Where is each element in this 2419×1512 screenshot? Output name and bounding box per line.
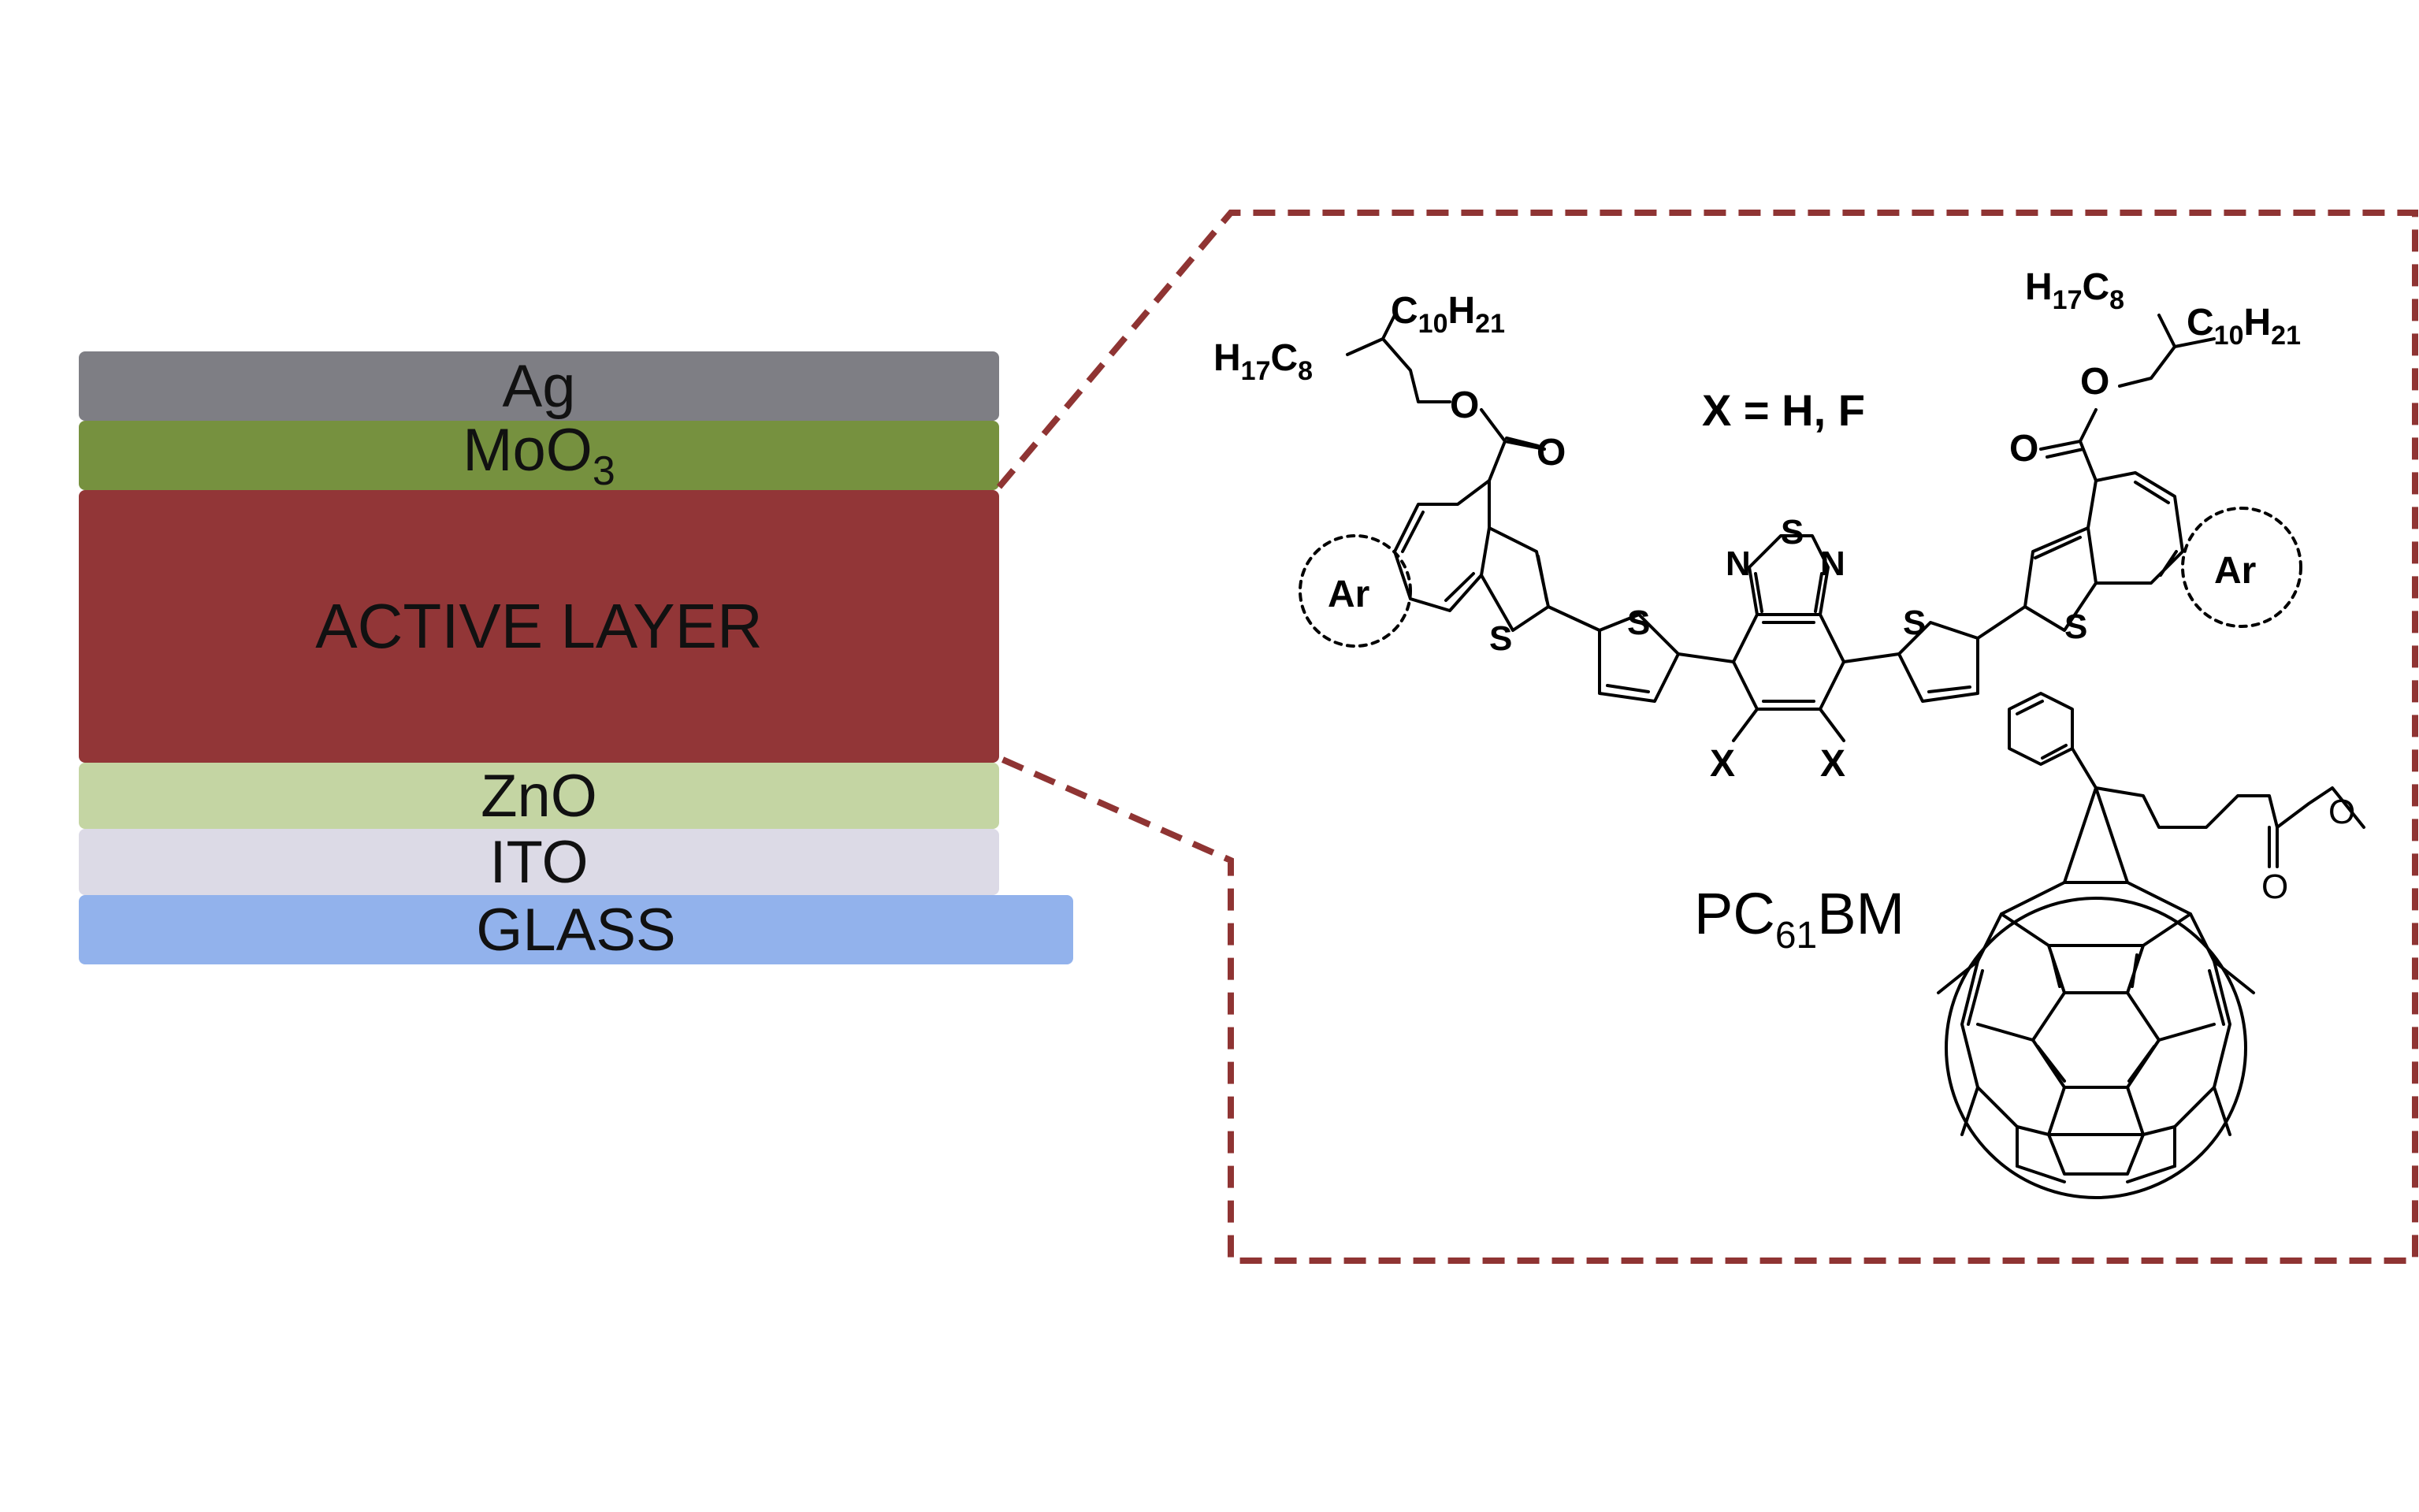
thiadiazole-sulfur: S [1781,513,1804,552]
left-fused-thiophene-sulfur: S [1489,619,1512,658]
right-fused-thiophene-ring [2023,526,2098,632]
pcbm-label: PC61BM [1694,881,1904,957]
ito-layer: ITO [79,828,999,896]
moo3-label: MoO3 [463,417,615,494]
right-alkyl-chain [2118,314,2216,388]
pcbm-cyclopropane [2063,786,2129,884]
right-fused-thiophene-sulfur: S [2064,607,2087,646]
ag-label: Ag [502,352,576,420]
zno-layer: ZnO [79,762,999,830]
zno-label: ZnO [481,762,597,830]
c60-fullerene-cage [1937,881,2255,1199]
pcbm-ester-oxygen: O [2328,793,2355,831]
core-right-x: X [1820,743,1845,785]
left-aryl-label: Ar [1328,574,1369,615]
thiadiazole-left-nitrogen: N [1726,544,1751,583]
left-aryl-circle [1299,534,1412,648]
left-alkyl-chain [1346,314,1451,403]
ag-electrode-layer: Ag [79,351,999,421]
thiadiazole-right-nitrogen: N [1820,544,1845,583]
left-carbonyl-oxygen: O [1536,432,1566,474]
pcbm-phenyl-ring [2008,692,2074,766]
right-chain-h17c8: H17C8 [2025,266,2124,315]
right-linker-bond [1976,605,2027,640]
left-chain-h17c8: H17C8 [1213,337,1313,386]
benzothiadiazole-ring [1732,613,1845,711]
pcbm-phenyl-bond [2071,747,2098,789]
left-thiophene-ring [1598,613,1680,703]
moo3-layer: MoO3 [79,417,999,494]
right-ester-oxygen: O [2080,361,2109,403]
left-ester-bond [1480,408,1546,482]
core-left-x: X [1710,743,1735,785]
moo3-subscript: 3 [592,448,615,494]
right-ester-bond [2039,408,2098,482]
active-layer-label: ACTIVE LAYER [315,591,763,661]
zoom-frame-outline [996,210,2418,1264]
glass-substrate-layer: GLASS [79,895,1073,964]
core-left-bond [1677,652,1735,663]
right-aryl-label: Ar [2214,550,2256,592]
right-aryl-circle [2181,507,2302,628]
right-carbonyl-oxygen: O [2009,428,2038,470]
right-chain-c10h21: C10H21 [2187,302,2301,351]
pcbm-carbonyl-oxygen: O [2261,867,2288,906]
x-substituent-bonds [1732,708,1845,742]
right-thiophene-ring [1897,621,1979,703]
pcbm-ester-chain [2094,786,2365,868]
right-thiophene-sulfur: S [1903,604,1926,642]
left-fused-thiophene-ring [1480,526,1550,632]
left-ester-oxygen: O [1450,385,1479,426]
left-benzene-ring [1393,479,1491,612]
glass-label: GLASS [476,896,676,964]
core-right-bond [1842,652,1901,663]
thiadiazole-ring [1748,534,1830,616]
left-chain-c10h21: C10H21 [1391,290,1505,339]
right-benzene-ring [2086,471,2184,585]
x-definition-label: X = H, F [1702,385,1865,435]
active-layer: ACTIVE LAYER [79,490,999,763]
left-thiophene-sulfur: S [1627,604,1650,642]
ito-label: ITO [489,828,589,896]
left-linker-bond [1547,605,1601,632]
